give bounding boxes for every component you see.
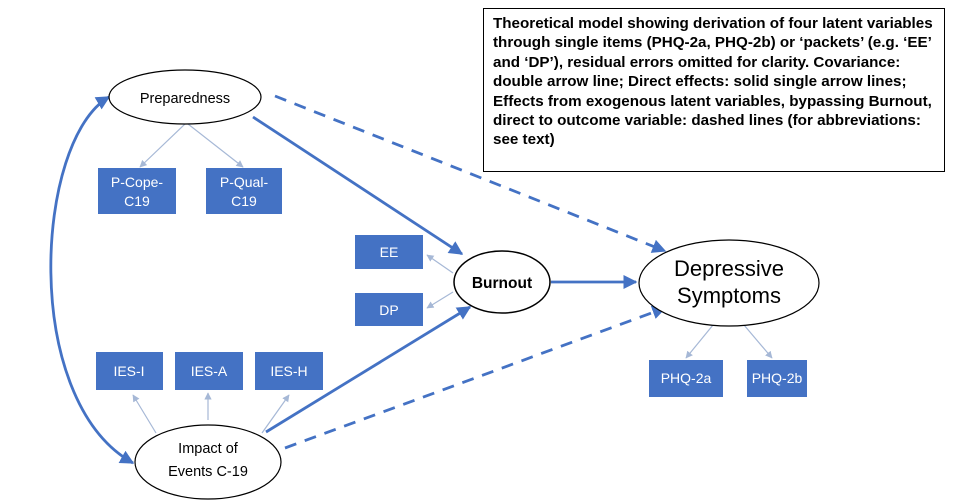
depressive-label-line2: Symptoms	[677, 283, 781, 308]
latent-impact-of-events: Impact of Events C-19	[134, 424, 282, 500]
arrow-impact-to-iesh	[261, 394, 290, 434]
covariance-arrow	[49, 95, 135, 465]
indicator-pcope: P-Cope- C19	[98, 168, 176, 214]
ee-label: EE	[380, 244, 399, 260]
indicator-pqual: P-Qual- C19	[206, 168, 282, 214]
arrow-impact-to-iesi	[132, 394, 157, 434]
latent-depressive-symptoms: Depressive Symptoms	[638, 239, 820, 327]
arrow-dep-to-phq2a	[685, 324, 714, 359]
pqual-line2: C19	[231, 193, 257, 209]
arrow-prep-to-pqual	[187, 123, 244, 168]
indicator-ee: EE	[355, 235, 423, 269]
latent-preparedness: Preparedness	[108, 69, 262, 125]
dp-label: DP	[379, 302, 398, 318]
arrow-prep-to-pcope	[139, 123, 186, 168]
latent-burnout: Burnout	[453, 250, 551, 314]
caption-text: Theoretical model showing derivation of …	[493, 15, 933, 149]
pqual-line1: P-Qual-	[220, 174, 269, 190]
path-impact-to-depressive-dashed	[284, 305, 667, 450]
burnout-label: Burnout	[472, 275, 532, 292]
indicator-iesa: IES-A	[175, 352, 243, 390]
indicator-iesh: IES-H	[255, 352, 323, 390]
arrow-burnout-to-dp	[426, 291, 454, 309]
phq2b-label: PHQ-2b	[752, 370, 803, 386]
pcope-line2: C19	[124, 193, 150, 209]
indicator-phq2a: PHQ-2a	[649, 360, 723, 397]
impact-label-line1: Impact of	[178, 441, 239, 457]
pcope-line1: P-Cope-	[111, 174, 163, 190]
indicator-iesi: IES-I	[96, 352, 163, 390]
depressive-label-line1: Depressive	[674, 256, 784, 281]
path-prep-to-depressive-dashed	[274, 94, 667, 253]
indicator-phq2b: PHQ-2b	[747, 360, 807, 397]
iesh-label: IES-H	[270, 363, 307, 379]
caption-box: Theoretical model showing derivation of …	[483, 8, 945, 172]
indicator-dp: DP	[355, 293, 423, 326]
phq2a-label: PHQ-2a	[661, 370, 712, 386]
indicator-arrows	[132, 123, 773, 434]
iesa-label: IES-A	[191, 363, 228, 379]
path-impact-to-burnout	[265, 305, 472, 434]
iesi-label: IES-I	[113, 363, 144, 379]
arrow-burnout-to-ee	[426, 254, 454, 274]
path-prep-to-burnout	[252, 115, 464, 256]
arrow-dep-to-phq2b	[743, 324, 773, 359]
preparedness-label: Preparedness	[140, 91, 230, 107]
impact-label-line2: Events C-19	[168, 464, 248, 480]
